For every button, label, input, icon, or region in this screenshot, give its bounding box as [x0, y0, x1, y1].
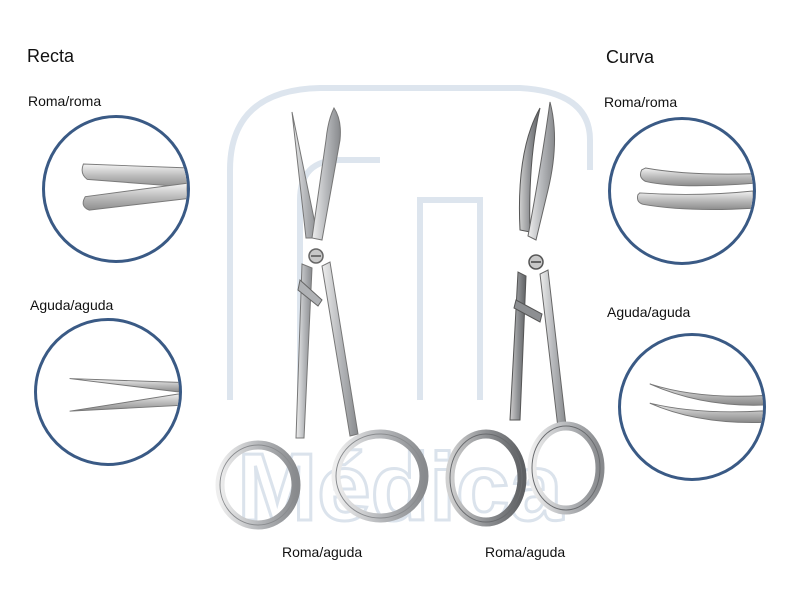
- zoom-circle-curved-sharp: [618, 333, 766, 481]
- heading-curva: Curva: [606, 47, 655, 67]
- label-curva-roma-roma: Roma/roma: [604, 94, 678, 110]
- blunt-tips-straight-image: [81, 163, 187, 211]
- label-curva-aguda-aguda: Aguda/aguda: [607, 304, 691, 320]
- sharp-tips-curved-image: [649, 383, 763, 423]
- zoom-circle-curved-blunt: [608, 117, 756, 265]
- zoom-circle-straight-blunt: [42, 115, 190, 263]
- label-curva-roma-aguda: Roma/aguda: [485, 544, 566, 560]
- sharp-tips-straight-image: [69, 378, 179, 412]
- straight-scissors: [215, 107, 429, 530]
- label-recta-aguda-aguda: Aguda/aguda: [30, 297, 114, 313]
- curved-scissors: [445, 101, 605, 527]
- label-recta-roma-aguda: Roma/aguda: [282, 544, 363, 560]
- label-recta-roma-roma: Roma/roma: [28, 93, 102, 109]
- zoom-circle-straight-sharp: [34, 318, 182, 466]
- blunt-tips-curved-image: [637, 167, 753, 211]
- heading-recta: Recta: [27, 46, 75, 66]
